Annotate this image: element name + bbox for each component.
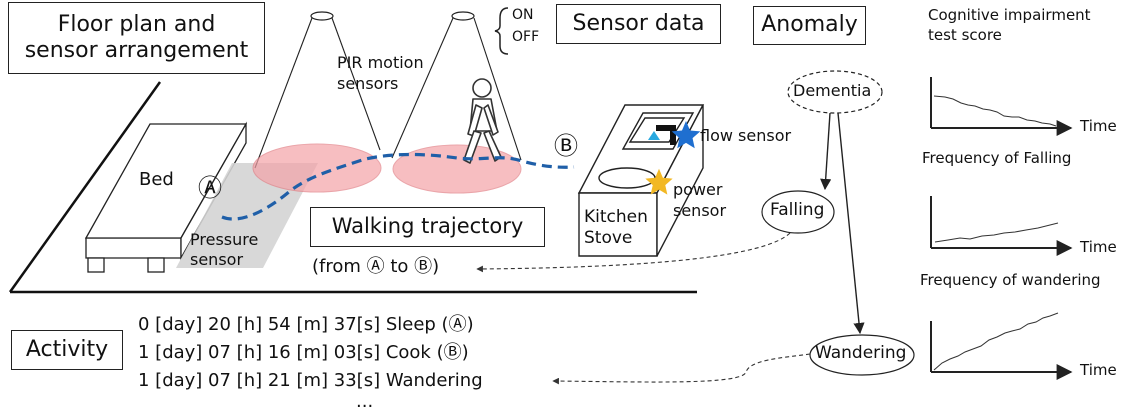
chart-falling-title: Frequency of Falling <box>922 149 1072 167</box>
activity-label: Activity <box>11 330 123 370</box>
dementia-label: Dementia <box>793 81 872 100</box>
chart-cognitive-line <box>933 95 1057 127</box>
ceiling-sensor-icon <box>310 11 334 21</box>
chart-cognitive-score <box>930 77 1073 136</box>
chart-wandering-line <box>933 312 1059 371</box>
pir-sensor-cones <box>254 17 522 169</box>
walking-trajectory-label: Walking trajectory <box>310 207 545 247</box>
faucet-drop-icon <box>648 131 660 140</box>
activity-log-ellipsis: ... <box>356 391 374 412</box>
faucet-icon <box>656 125 676 145</box>
pir-sensors-label: PIR motion sensors <box>337 53 424 93</box>
ceiling-sensor-icon <box>451 11 475 21</box>
dementia-arrows <box>820 112 865 335</box>
floor-outline <box>8 81 697 294</box>
point-a-marker: Ⓐ <box>198 174 222 202</box>
flow-sensor-label: flow sensor <box>700 126 792 145</box>
dementia-bubble <box>787 70 883 114</box>
chart-cognitive-title: Cognitive impairment test score <box>928 6 1091 44</box>
pressure-sensor-label: Pressure sensor <box>190 230 259 269</box>
walking-trajectory-path <box>221 152 575 221</box>
chart-wandering-title: Frequency of wandering <box>920 271 1101 289</box>
point-b-marker: Ⓑ <box>554 132 578 160</box>
flow-sensor-star-icon <box>671 121 701 149</box>
power-sensor-star-icon <box>645 168 673 195</box>
sensor-data-label: Sensor data <box>556 4 721 44</box>
chart-wandering-frequency <box>930 312 1073 380</box>
chart-falling-line <box>934 222 1059 243</box>
pir-detection-area-1 <box>252 143 382 193</box>
anomaly-label: Anomaly <box>753 6 866 45</box>
falling-bubble <box>761 190 835 234</box>
on-off-brace <box>494 7 509 55</box>
chart-falling-frequency <box>930 196 1073 256</box>
wandering-label: Wandering <box>815 343 907 363</box>
bed-drawing <box>84 121 248 273</box>
wandering-bubble <box>809 334 915 376</box>
sensor-on-label: ON <box>512 7 534 23</box>
activity-log-entry: 1 [day] 07 [h] 21 [m] 33[s] Wandering <box>138 370 483 391</box>
chart-wandering-xlabel: Time <box>1080 361 1117 379</box>
pir-detection-area-2 <box>392 144 522 194</box>
from-a-to-b-label: (from Ⓐ to Ⓑ) <box>312 256 440 277</box>
power-sensor-label: power sensor <box>673 180 727 220</box>
chart-falling-xlabel: Time <box>1080 238 1117 256</box>
chart-cognitive-xlabel: Time <box>1080 117 1117 135</box>
person-walking-icon <box>463 78 502 164</box>
falling-label: Falling <box>770 200 825 220</box>
activity-log-entry: 0 [day] 20 [h] 54 [m] 37[s] Sleep (Ⓐ) <box>138 314 474 335</box>
sensor-off-label: OFF <box>512 29 540 45</box>
floor-plan-title: Floor plan and sensor arrangement <box>8 2 265 74</box>
bed-label: Bed <box>139 169 174 190</box>
activity-log-entry: 1 [day] 07 [h] 16 [m] 03[s] Cook (Ⓑ) <box>138 342 469 363</box>
kitchen-stove-label: Kitchen Stove <box>584 207 648 249</box>
anomaly-link-arrows <box>476 232 811 385</box>
